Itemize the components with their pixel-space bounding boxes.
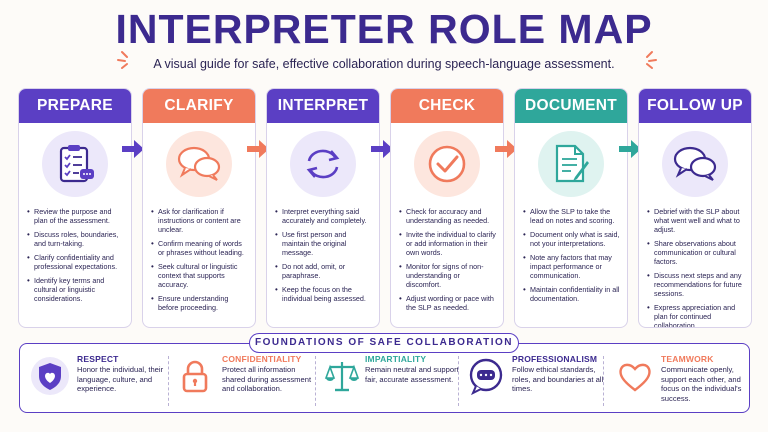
step-card-check: CHECK Check for accuracy and understandi…	[390, 88, 504, 328]
list-item: Monitor for signs of non-understanding o…	[399, 262, 497, 289]
list-item: Express appreciation and plan for contin…	[647, 303, 745, 327]
step-header-follow-up: FOLLOW UP	[639, 89, 751, 123]
checkmark-circle-icon	[414, 131, 480, 197]
list-item: Check for accuracy and understanding as …	[399, 207, 497, 225]
list-item: Keep the focus on the individual being a…	[275, 285, 373, 303]
list-item: Adjust wording or pace with the SLP as n…	[399, 294, 497, 312]
list-item: Allow the SLP to take the lead on notes …	[523, 207, 621, 225]
arrow-right-icon	[122, 140, 144, 158]
step-header-clarify: CLARIFY	[143, 89, 255, 123]
foundation-impartiality: IMPARTIALITY Remain neutral and support …	[322, 352, 462, 408]
step-header-check: CHECK	[391, 89, 503, 123]
arrow-right-icon	[371, 140, 393, 158]
scales-icon	[324, 362, 360, 392]
arrow-right-icon	[619, 140, 641, 158]
arrow-right-icon	[247, 140, 269, 158]
step-bullets-check: Check for accuracy and understanding as …	[391, 197, 503, 312]
step-card-interpret: INTERPRET Interpret everything said accu…	[266, 88, 380, 328]
list-item: Invite the individual to clarify or add …	[399, 230, 497, 257]
list-item: Seek cultural or linguistic context that…	[151, 262, 249, 289]
page-title: INTERPRETER ROLE MAP	[115, 6, 653, 52]
step-card-follow-up: FOLLOW UP Debrief with the SLP about wha…	[638, 88, 752, 328]
foundation-text: Honor the individual, their language, cu…	[77, 365, 164, 393]
divider	[168, 356, 169, 406]
sparkle-left-icon	[117, 51, 128, 69]
list-item: Document only what is said, not your int…	[523, 230, 621, 248]
foundation-text: Remain neutral and support fair, accurat…	[365, 365, 459, 384]
foundation-title: RESPECT	[77, 354, 119, 364]
list-item: Debrief with the SLP about what went wel…	[647, 207, 745, 234]
foundation-text: Follow ethical standards, roles, and bou…	[512, 365, 604, 393]
foundation-title: CONFIDENTIALITY	[222, 354, 302, 364]
foundation-teamwork: TEAMWORK Communicate openly, support eac…	[615, 352, 745, 408]
list-item: Confirm meaning of words or phrases with…	[151, 239, 249, 257]
foundation-title: PROFESSIONALISM	[512, 354, 598, 364]
list-item: Do not add, omit, or paraphrase.	[275, 262, 373, 280]
heart-shield-icon	[31, 357, 69, 395]
clipboard-checklist-icon	[42, 131, 108, 197]
step-bullets-document: Allow the SLP to take the lead on notes …	[515, 197, 627, 303]
document-pen-icon	[538, 131, 604, 197]
foundation-text: Communicate openly, support each other, …	[661, 365, 742, 403]
list-item: Ensure understanding before proceeding.	[151, 294, 249, 312]
list-item: Clarify confidentiality and professional…	[27, 253, 125, 271]
step-card-document: DOCUMENT Allow the SLP to take the lead …	[514, 88, 628, 328]
list-item: Discuss next steps and any recommendatio…	[647, 271, 745, 298]
list-item: Ask for clarification if instructions or…	[151, 207, 249, 234]
padlock-icon	[182, 360, 208, 393]
divider	[603, 356, 604, 406]
heart-icon	[619, 363, 651, 392]
step-bullets-prepare: Review the purpose and plan of the asses…	[19, 197, 131, 303]
step-card-clarify: CLARIFY Ask for clarification if instruc…	[142, 88, 256, 328]
exchange-arrows-icon	[290, 131, 356, 197]
chat-bubbles-icon	[662, 131, 728, 197]
foundation-respect: RESPECT Honor the individual, their lang…	[30, 352, 170, 408]
step-bullets-interpret: Interpret everything said accurately and…	[267, 197, 379, 303]
step-header-interpret: INTERPRET	[267, 89, 379, 123]
list-item: Identify key terms and cultural or lingu…	[27, 276, 125, 303]
speech-bubbles-icon	[166, 131, 232, 197]
step-header-prepare: PREPARE	[19, 89, 131, 123]
list-item: Note any factors that may impact perform…	[523, 253, 621, 280]
divider	[458, 356, 459, 406]
foundation-professionalism: PROFESSIONALISM Follow ethical standards…	[466, 352, 606, 408]
list-item: Interpret everything said accurately and…	[275, 207, 373, 225]
foundation-text: Protect all information shared during as…	[222, 365, 312, 393]
list-item: Share observations about communication o…	[647, 239, 745, 266]
step-bullets-follow-up: Debrief with the SLP about what went wel…	[639, 197, 751, 327]
list-item: Discuss roles, boundaries, and turn-taki…	[27, 230, 125, 248]
arrow-right-icon	[495, 140, 517, 158]
step-bullets-clarify: Ask for clarification if instructions or…	[143, 197, 255, 312]
speech-bubble-icon	[469, 358, 503, 396]
sparkle-right-icon	[646, 51, 657, 69]
foundation-title: TEAMWORK	[661, 354, 714, 364]
foundation-confidentiality: CONFIDENTIALITY Protect all information …	[175, 352, 315, 408]
foundation-title: IMPARTIALITY	[365, 354, 427, 364]
list-item: Review the purpose and plan of the asses…	[27, 207, 125, 225]
list-item: Maintain confidentiality in all document…	[523, 285, 621, 303]
step-card-prepare: PREPARE Review the purpose and plan of t…	[18, 88, 132, 328]
step-header-document: DOCUMENT	[515, 89, 627, 123]
divider	[315, 356, 316, 406]
page-subtitle: A visual guide for safe, effective colla…	[153, 57, 615, 71]
foundations-title: FOUNDATIONS OF SAFE COLLABORATION	[249, 333, 519, 353]
list-item: Use first person and maintain the origin…	[275, 230, 373, 257]
